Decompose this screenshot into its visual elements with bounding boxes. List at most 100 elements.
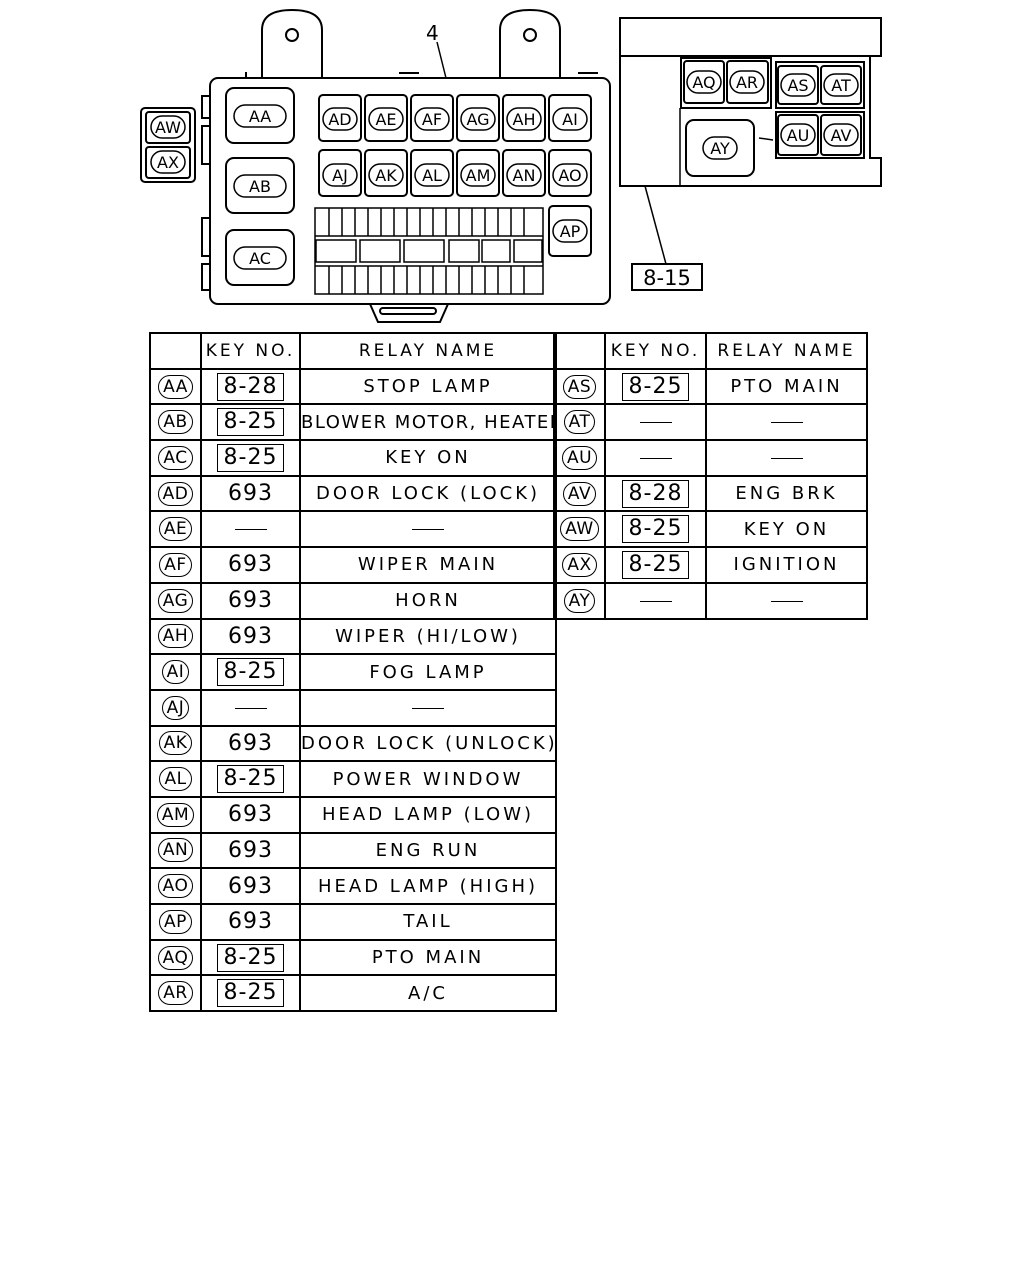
relay-code: AN — [157, 838, 194, 863]
header-relay-name: RELAY NAME — [705, 332, 868, 370]
relay-code: AA — [158, 374, 193, 399]
relay-code-cell: AN — [149, 831, 202, 870]
key-no-cell: 693 — [200, 867, 301, 905]
key-no: 8-25 — [216, 979, 285, 1008]
key-no-cell: 693 — [200, 474, 301, 513]
key-no-cell: 8-25 — [200, 403, 301, 442]
relay-code-cell: AI — [149, 653, 202, 691]
key-no-cell: 693 — [200, 724, 301, 763]
key-no: 693 — [228, 730, 273, 756]
relay-label-af: AF — [414, 107, 450, 131]
table-row: AY — [553, 581, 868, 620]
relay-label-aw: AW — [150, 115, 186, 139]
relay-name-cell: DOOR LOCK (UNLOCK) — [299, 724, 557, 763]
side-relay-holder — [140, 107, 196, 183]
relay-code: AI — [562, 110, 578, 129]
table-header-row: KEY NO. RELAY NAME — [553, 332, 868, 370]
relay-code: AR — [736, 73, 758, 92]
relay-code: AJ — [332, 166, 348, 185]
small-relay-slots — [318, 94, 592, 257]
relay-code: AS — [562, 374, 597, 399]
table-row: AC 8-25 KEY ON — [149, 439, 557, 477]
relay-code: AE — [158, 517, 193, 542]
key-no: 693 — [228, 623, 273, 649]
fuse-block — [314, 207, 544, 295]
relay-label-ad: AD — [322, 107, 358, 131]
relay-label-aj: AJ — [322, 163, 358, 187]
relay-code: AM — [466, 166, 491, 185]
key-no: 8-25 — [621, 550, 690, 579]
relay-code-cell: AD — [149, 474, 202, 513]
relay-label-av: AV — [823, 123, 859, 147]
empty-dash — [639, 422, 672, 424]
relay-code: AB — [249, 177, 271, 196]
relay-code-cell: AC — [149, 439, 202, 477]
relay-code: AK — [158, 731, 193, 756]
table-row: AE — [149, 510, 557, 549]
key-no: 8-25 — [621, 372, 690, 401]
relay-name: STOP LAMP — [363, 376, 493, 398]
key-no: 8-25 — [216, 658, 285, 687]
relay-label-ag: AG — [460, 107, 496, 131]
key-no-cell: 8-28 — [200, 367, 301, 406]
key-no-cell: 8-28 — [604, 474, 707, 513]
relay-code: AS — [787, 76, 808, 95]
relay-name: BLOWER MOTOR, HEATER — [301, 411, 556, 433]
table-row: AK 693 DOOR LOCK (UNLOCK) — [149, 724, 557, 763]
key-no: 8-25 — [216, 408, 285, 437]
relay-code-cell: AS — [553, 367, 606, 406]
part-leader — [436, 41, 447, 79]
relay-code: AN — [513, 166, 536, 185]
relay-code-cell: AM — [149, 795, 202, 834]
key-no: 8-25 — [216, 765, 285, 794]
empty-dash — [412, 529, 444, 531]
relay-label-ao: AO — [552, 163, 588, 187]
relay-code-cell: AX — [553, 546, 606, 584]
relay-code: AG — [157, 588, 194, 613]
relay-code-cell: AO — [149, 867, 202, 905]
relay-code: AP — [560, 222, 581, 241]
table-row: AS 8-25 PTO MAIN — [553, 367, 868, 406]
relay-code: AB — [158, 410, 193, 435]
key-no-cell: 8-25 — [200, 760, 301, 798]
relay-code: AI — [161, 660, 190, 685]
key-no-cell: 8-25 — [200, 439, 301, 477]
relay-name-cell — [705, 581, 868, 620]
relay-label-aq: AQ — [686, 70, 722, 94]
relay-code-cell: AU — [553, 439, 606, 477]
relay-code: AL — [422, 166, 442, 185]
relay-name-cell: HEAD LAMP (HIGH) — [299, 867, 557, 905]
relay-name-cell — [705, 403, 868, 442]
relay-code-cell: AH — [149, 617, 202, 656]
key-no: 693 — [228, 552, 273, 578]
relay-name-cell: ENG RUN — [299, 831, 557, 870]
relay-code: AX — [157, 153, 179, 172]
relay-code-cell: AP — [149, 903, 202, 941]
relay-name: HEAD LAMP (HIGH) — [317, 875, 539, 897]
bottom-connector — [369, 303, 449, 323]
relay-label-ax: AX — [150, 150, 186, 174]
relay-code: AY — [563, 588, 596, 613]
relay-name-cell — [705, 439, 868, 477]
key-no: 8-25 — [216, 443, 285, 472]
relay-label-ac: AC — [233, 246, 287, 270]
relay-name-cell: STOP LAMP — [299, 367, 557, 406]
relay-name: KEY ON — [385, 447, 471, 469]
empty-dash — [639, 600, 672, 602]
key-no: 8-25 — [621, 515, 690, 544]
table-row: AX 8-25 IGNITION — [553, 546, 868, 584]
relay-name-cell: PTO MAIN — [705, 367, 868, 406]
table-row: AB 8-25 BLOWER MOTOR, HEATER — [149, 403, 557, 442]
header-relay-name: RELAY NAME — [299, 332, 557, 370]
relay-name-cell: IGNITION — [705, 546, 868, 584]
